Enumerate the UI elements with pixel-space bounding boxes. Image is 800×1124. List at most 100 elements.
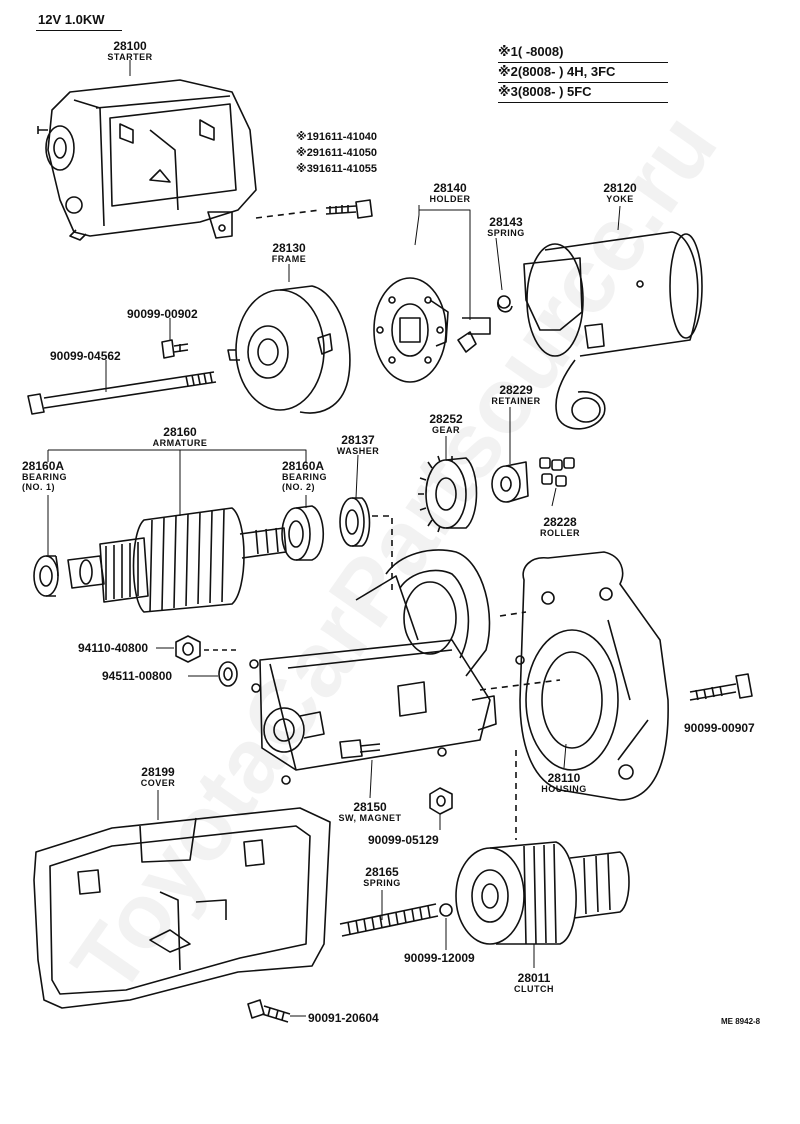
yoke-drawing [523, 231, 703, 430]
part-name: YOKE [606, 194, 634, 204]
part-name: SPRING [487, 228, 525, 238]
part-number: 28160A [282, 459, 325, 473]
lock-washer-00800-drawing [218, 661, 238, 687]
leader-lines [47, 60, 621, 1017]
note-text: (8008- ) 5FC [517, 84, 592, 99]
part-number: 28011 [517, 971, 551, 985]
part-number: 28229 [499, 383, 533, 397]
washer-28137-drawing [339, 497, 371, 547]
part-number: 28228 [543, 515, 577, 529]
part-name-suffix: (NO. 2) [282, 482, 316, 492]
part-number: 90099-05129 [368, 833, 439, 847]
part-number: 28130 [272, 241, 306, 255]
part-name: FRAME [271, 254, 307, 264]
spring-28165-drawing [339, 903, 439, 937]
part-label-bolt-00907: 90099-00907 [684, 722, 755, 735]
note-1: ※1( -8008) [498, 44, 563, 60]
spring-28143-drawing [497, 295, 513, 313]
voltage-title: 12V 1.0KW [38, 12, 105, 27]
note-text: (8008- ) 4H, 3FC [517, 64, 616, 79]
part-label-screw-00902: 90099-00902 [127, 308, 198, 321]
part-label-nut-05129: 90099-05129 [368, 834, 439, 847]
part-number: 28140 [433, 181, 467, 195]
clutch-drawing [455, 841, 630, 945]
armature-drawing [67, 507, 287, 613]
part-label-bolt-20604: 90091-20604 [308, 1012, 379, 1025]
sw-magnet-drawing [249, 549, 497, 785]
part-name: ARMATURE [152, 438, 208, 448]
part-name: BEARING [22, 472, 68, 482]
part-name: BEARING [282, 472, 328, 482]
part-number: 28110 [547, 771, 581, 785]
part-name: RETAINER [491, 396, 541, 406]
part-number: 28137 [341, 433, 375, 447]
frame-drawing [227, 285, 351, 414]
part-number: 28100 [113, 39, 147, 53]
part-name: COVER [140, 778, 176, 788]
part-number: 28160A [22, 459, 65, 473]
part-number: 28150 [353, 800, 387, 814]
part-number: 28143 [489, 215, 523, 229]
rollers-drawing [539, 457, 575, 487]
bolt-91611-drawing [325, 199, 373, 219]
note-mark: ※3 [498, 84, 518, 99]
part-name: HOUSING [541, 784, 587, 794]
part-name: HOLDER [429, 194, 471, 204]
part-number: 28160 [163, 425, 197, 439]
nut-40800-drawing [175, 635, 201, 663]
part-name: WASHER [336, 446, 380, 456]
note-2: ※2(8008- ) 4H, 3FC [498, 64, 615, 80]
bolt-20604-drawing [247, 999, 291, 1023]
part-name: GEAR [431, 425, 460, 435]
bolt-variant-3: ※391611-41055 [296, 163, 378, 175]
part-number: 94110-40800 [78, 641, 149, 655]
screw-00902-drawing [161, 339, 189, 359]
part-number: 28199 [141, 765, 175, 779]
diagram-code: ME 8942-8 [721, 1017, 761, 1026]
part-name: CLUTCH [514, 984, 554, 994]
housing-drawing [515, 551, 669, 801]
part-number: 28120 [603, 181, 637, 195]
note-divider [498, 82, 668, 83]
bearing-no1-drawing [33, 555, 59, 597]
note-3: ※3(8008- ) 5FC [498, 84, 592, 100]
gear-drawing [418, 455, 478, 533]
part-number: 90099-12009 [404, 951, 475, 965]
bearing-no2-drawing [281, 505, 324, 561]
part-number: 28252 [429, 412, 463, 426]
part-name: SPRING [363, 878, 401, 888]
part-label-washer-00800: 94511-00800 [102, 670, 172, 683]
bolt-00907-drawing [689, 673, 753, 701]
retainer-drawing [491, 461, 529, 503]
cover-drawing [33, 807, 331, 1009]
note-text: ( -8008) [517, 44, 564, 59]
part-name: STARTER [107, 52, 153, 62]
ball-12009-drawing [439, 903, 453, 917]
starter-assembly-drawing [37, 79, 257, 241]
note-mark: ※1 [498, 44, 518, 59]
title-underline [36, 30, 122, 31]
part-name: SW, MAGNET [338, 813, 402, 823]
note-divider [498, 102, 668, 103]
nut-05129-drawing [429, 787, 453, 815]
part-label-bolt-04562: 90099-04562 [50, 350, 121, 363]
part-number: 90091-20604 [308, 1011, 379, 1025]
part-number: 90099-00902 [127, 307, 198, 321]
